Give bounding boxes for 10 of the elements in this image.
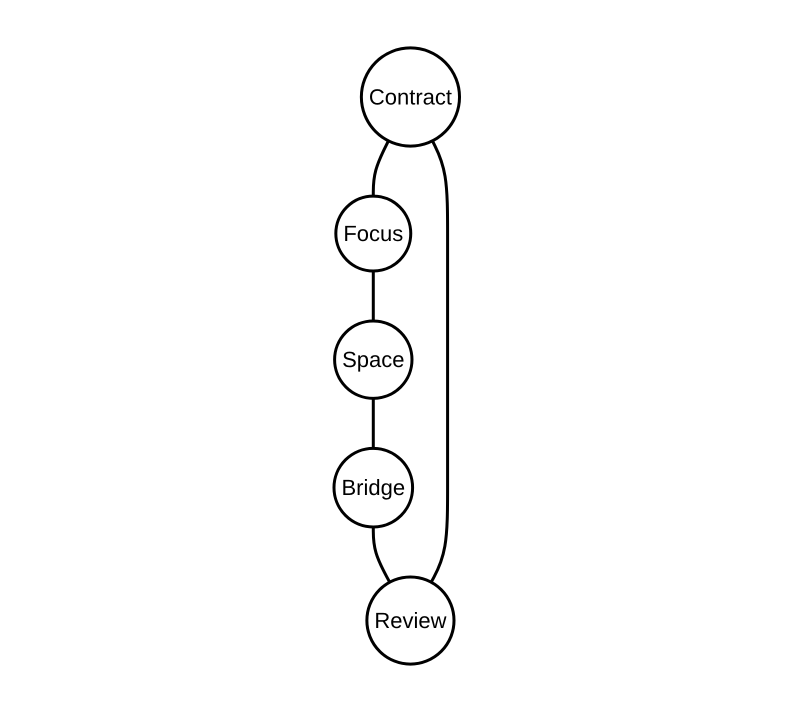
node-circle: Focus <box>334 194 412 272</box>
node-circle: Review <box>366 575 456 666</box>
connector <box>372 140 390 196</box>
connector <box>372 270 376 321</box>
node-circle: Space <box>333 319 414 400</box>
connector <box>372 398 376 448</box>
connector <box>430 140 450 583</box>
node-circle: Bridge <box>332 446 414 528</box>
node-circle: Contract <box>360 46 462 148</box>
connector <box>372 526 392 583</box>
